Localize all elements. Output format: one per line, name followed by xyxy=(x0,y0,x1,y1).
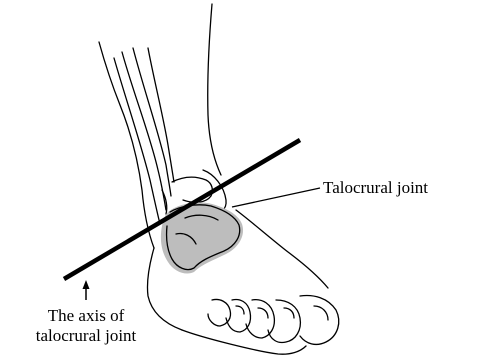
tibia-lower-end xyxy=(172,177,212,202)
toenail-4 xyxy=(236,306,244,314)
joint-axis-label: The axis of talocrural joint xyxy=(0,306,172,346)
toe-5 xyxy=(208,299,231,326)
joint-axis-label-line-1: The axis of xyxy=(0,306,172,326)
joint-leader-line xyxy=(232,188,320,207)
toenail-3 xyxy=(258,308,268,318)
toenail-big xyxy=(314,306,328,320)
instep-outline xyxy=(236,210,328,288)
toe-4 xyxy=(226,300,251,333)
talocrural-joint-label: Talocrural joint xyxy=(323,178,428,198)
joint-axis-label-line-2: talocrural joint xyxy=(0,326,172,346)
tendon-1 xyxy=(114,58,160,224)
shin-front-outline xyxy=(208,4,221,175)
toenail-2 xyxy=(284,308,294,318)
shin-back-outline xyxy=(99,42,154,248)
toe-big xyxy=(300,296,339,345)
axis-arrow xyxy=(83,280,90,300)
toe-2 xyxy=(268,300,300,343)
